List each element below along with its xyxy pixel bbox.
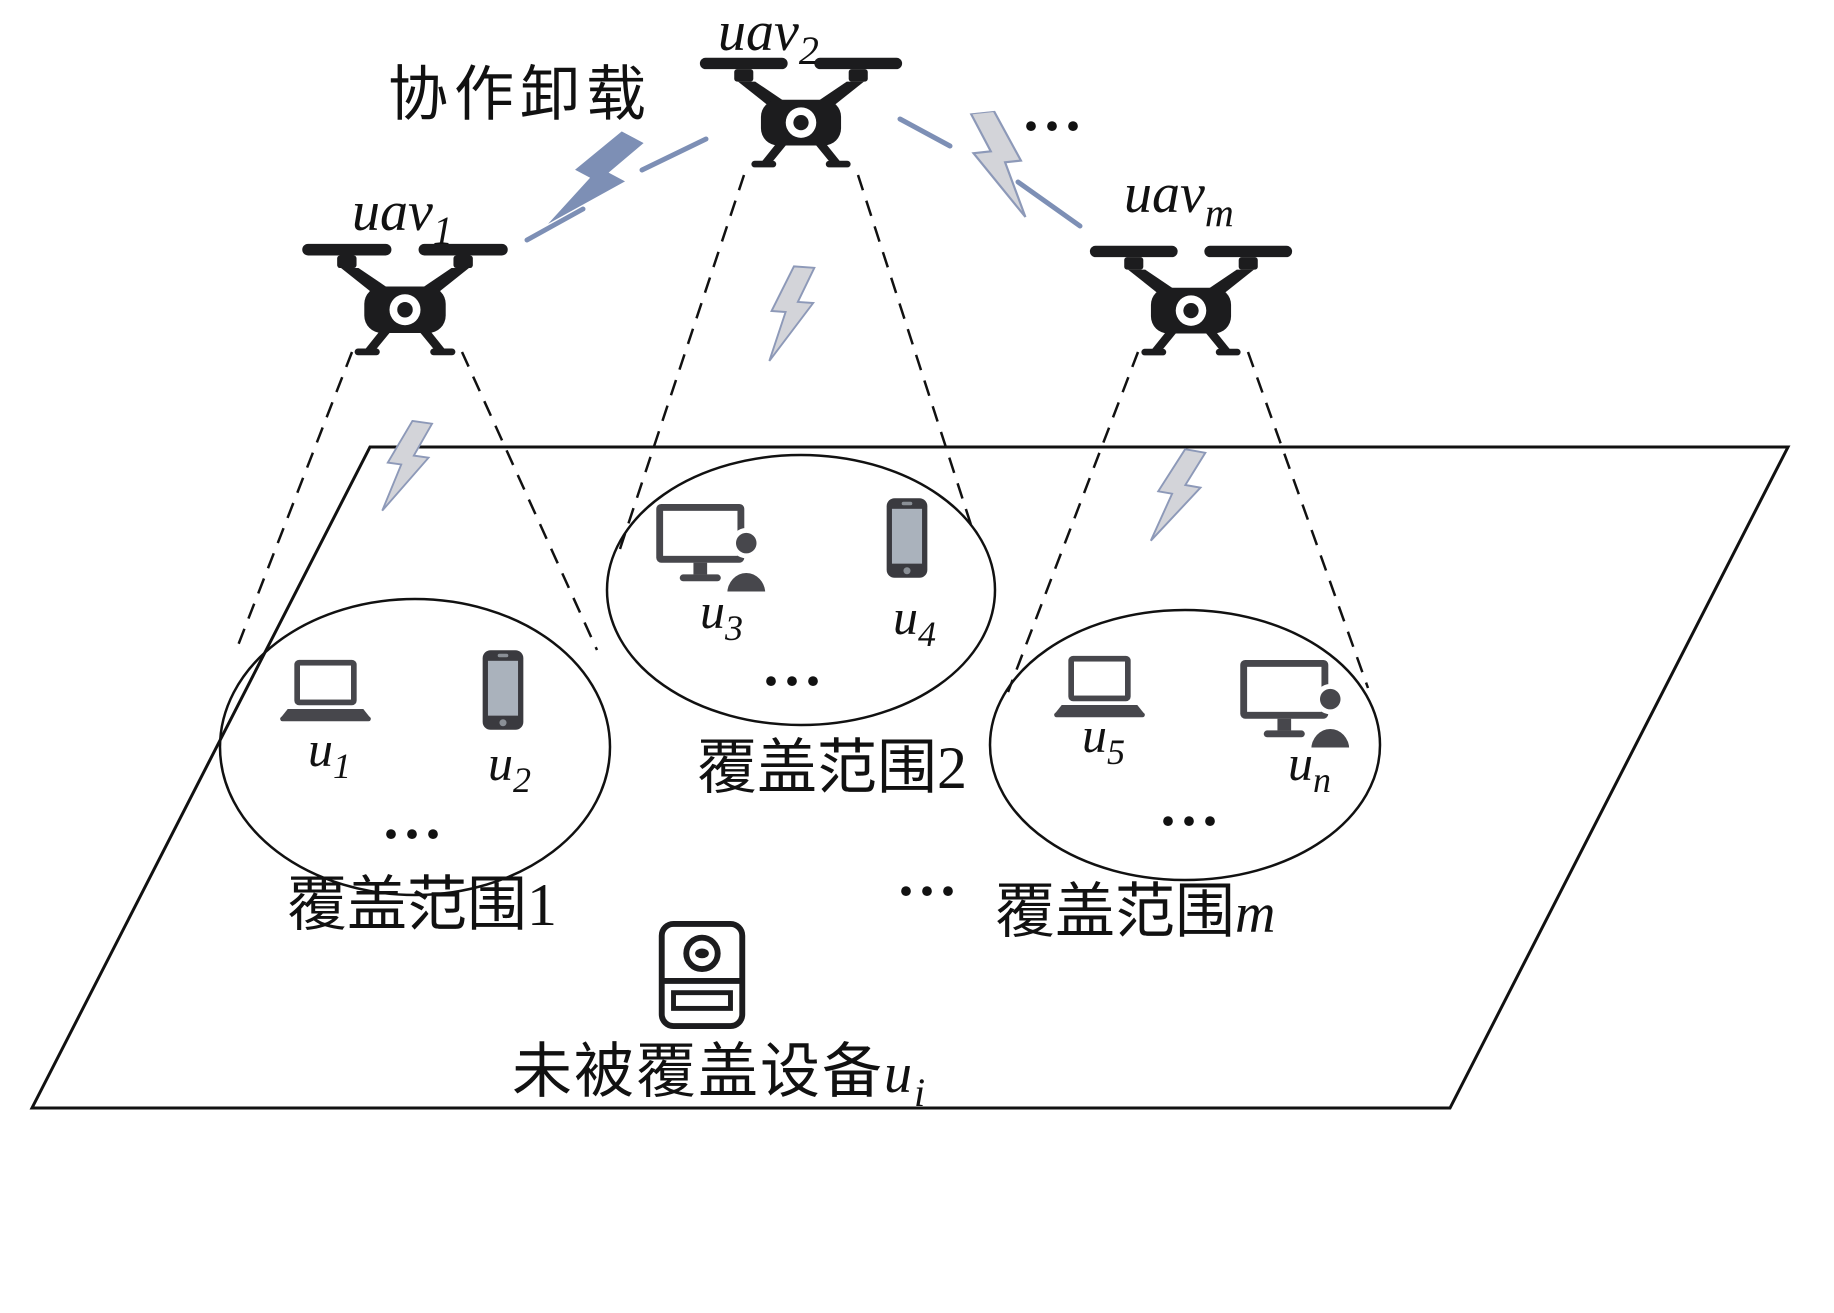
device-u5-label: u5 bbox=[1082, 707, 1125, 772]
device-un-label-sub: n bbox=[1313, 760, 1331, 800]
coveragem-label: 覆盖范围m bbox=[995, 879, 1275, 945]
uav2-ground-link bbox=[766, 263, 818, 366]
uav2-uavm-link-line bbox=[1015, 179, 1083, 229]
ground-plane bbox=[29, 445, 1791, 1110]
uav2-drone-icon bbox=[699, 57, 903, 168]
coverage1-label: 覆盖范围1 bbox=[287, 872, 557, 938]
uav2-uavm-link-bolt bbox=[968, 108, 1028, 223]
uav2-label: uav2 bbox=[718, 1, 819, 73]
uav2-cone-left-line bbox=[615, 174, 746, 559]
uavm-drone-icon bbox=[1089, 245, 1293, 356]
uavm-cone-right-line bbox=[1246, 351, 1370, 689]
uav1-uav2-link-line bbox=[524, 206, 586, 243]
inter-uav-links bbox=[524, 116, 1083, 243]
uav2-label-sub: 2 bbox=[799, 28, 819, 73]
device-u5-label-base: u bbox=[1082, 707, 1107, 763]
uav1-label-sub: 1 bbox=[433, 208, 453, 253]
lightning-bolt-icon bbox=[766, 263, 818, 366]
device-u3-label-sub: 3 bbox=[724, 608, 743, 648]
uav1-label-base: uav bbox=[352, 181, 433, 243]
device-u1-label: u1 bbox=[308, 721, 351, 786]
lightning-bolt-icon bbox=[546, 120, 646, 247]
device-u5-label-sub: 5 bbox=[1107, 732, 1125, 772]
device-u3-label-base: u bbox=[700, 583, 725, 639]
uav1-drone-icon bbox=[302, 243, 508, 356]
uncovered-label-sub: i bbox=[914, 1070, 927, 1115]
device-un-label-base: u bbox=[1288, 735, 1313, 791]
device-u4-label-sub: 4 bbox=[918, 614, 936, 654]
uavm-cone-left-line bbox=[1006, 351, 1140, 693]
coveragem-label-var: m bbox=[1235, 883, 1275, 945]
uavm-label-sub: m bbox=[1205, 190, 1234, 235]
device-u1-label-base: u bbox=[308, 721, 333, 777]
device-u3-label: u3 bbox=[700, 583, 743, 648]
device-u2-label-base: u bbox=[488, 735, 513, 791]
cooperative-offloading-label: 协作卸载 bbox=[388, 62, 652, 128]
device-u4-label: u4 bbox=[893, 589, 936, 654]
device-u2-label: u2 bbox=[488, 735, 531, 800]
uav1-cone-right-line bbox=[460, 351, 599, 651]
uavm-label: uavm bbox=[1124, 163, 1234, 235]
coverage-area-1-ellipse bbox=[218, 597, 612, 897]
device-u4-label-base: u bbox=[893, 589, 918, 645]
coverage2-ellipsis: ... bbox=[764, 632, 827, 698]
coveragem-label-prefix: 覆盖范围 bbox=[995, 879, 1235, 945]
uav2-cone-right-line bbox=[856, 174, 974, 529]
coverage2-label: 覆盖范围2 bbox=[697, 735, 967, 801]
lightning-bolt-icon bbox=[968, 108, 1028, 223]
uav2-label-base: uav bbox=[718, 1, 799, 63]
more-uavs-ellipsis: ... bbox=[1024, 77, 1087, 143]
more-coverages-ellipsis: ... bbox=[899, 842, 962, 908]
uncovered-label-base: u bbox=[884, 1043, 914, 1105]
smartphone-icon bbox=[482, 650, 524, 730]
device-u2-label-sub: 2 bbox=[513, 760, 531, 800]
uavm-label-base: uav bbox=[1124, 163, 1205, 225]
device-u1-label-sub: 1 bbox=[333, 746, 351, 786]
coverage-cone-lines bbox=[235, 174, 1370, 693]
uav2-uavm-link-line bbox=[897, 116, 953, 149]
coverage-area-2-ellipse bbox=[605, 453, 997, 727]
device-un-label: un bbox=[1288, 735, 1331, 800]
uav1-uav2-link-bolt bbox=[546, 120, 646, 247]
uncovered-label-prefix: 未被覆盖设备 bbox=[512, 1039, 884, 1105]
uav1-label: uav1 bbox=[352, 181, 453, 253]
uav1-uav2-link-line bbox=[639, 136, 709, 173]
coveragem-ellipsis: ... bbox=[1161, 772, 1224, 838]
coverage1-ellipsis: ... bbox=[384, 785, 447, 851]
coverage-area-m-ellipse bbox=[988, 608, 1382, 882]
smartphone-icon bbox=[886, 498, 928, 578]
uncovered-device-label: 未被覆盖设备ui bbox=[512, 1039, 927, 1115]
